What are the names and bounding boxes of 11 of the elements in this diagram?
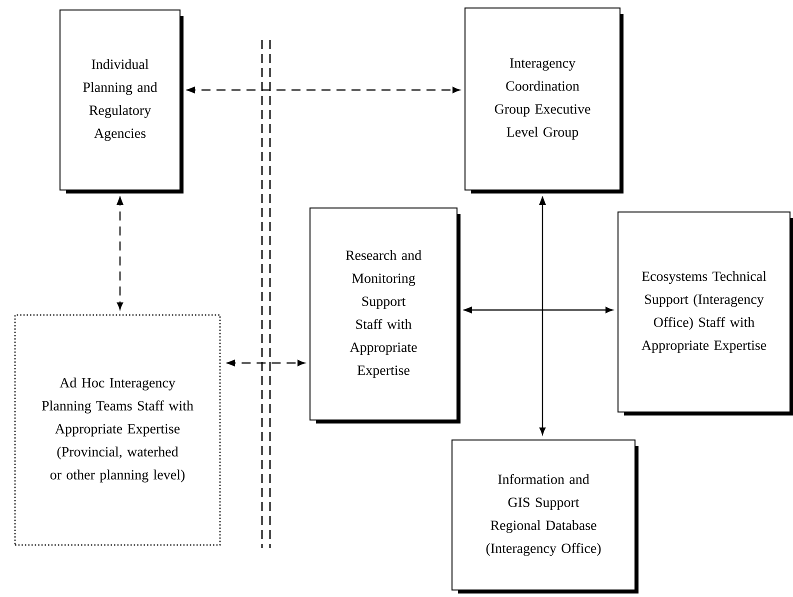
process-box: Individual Planning and Regulatory Agencies <box>60 10 184 194</box>
arrow <box>463 306 613 314</box>
process-box: Interagency Coordination Group Executive Level Group <box>464 8 624 194</box>
process-box: Information and GIS Support Regional Database (Interagency Office) <box>452 440 638 594</box>
process-box: Ecosystems Technical Support (Interagency Office) Staff with Appropriate Expertise <box>618 212 793 416</box>
dotted-box: Ad Hoc Interagency Planning Teams Staff with Appropriate Expertise (Provincial, waterhed or other planning level) <box>14 314 221 546</box>
process-box: Research and Monitoring Support Staff with Appropriate Expertise <box>310 208 460 424</box>
arrow <box>539 196 546 435</box>
arrow <box>226 360 305 366</box>
arrow <box>116 196 124 310</box>
arrow <box>186 86 460 94</box>
